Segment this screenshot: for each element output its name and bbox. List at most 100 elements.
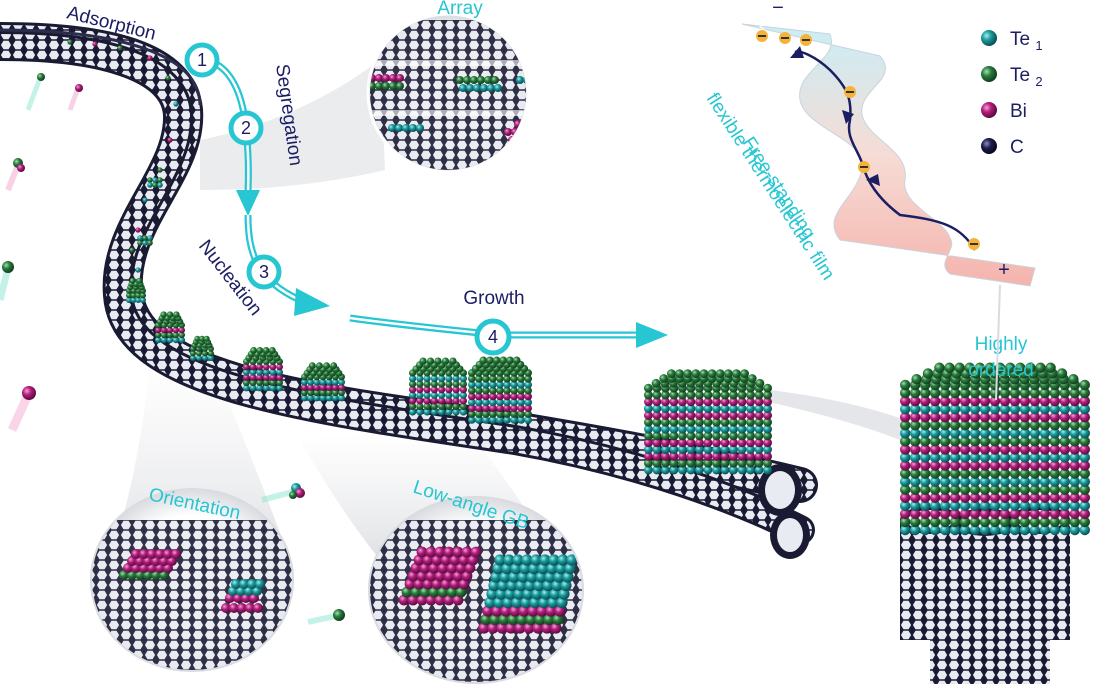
atom-bi: [1009, 411, 1021, 423]
atom-te2: [496, 374, 504, 383]
atom-te2: [409, 380, 417, 388]
atom-bi: [452, 546, 464, 558]
atom-bi: [999, 411, 1011, 423]
atom-bi: [542, 120, 550, 128]
atom-bi: [999, 508, 1011, 520]
atom-te1: [325, 378, 333, 386]
atom-bi: [1019, 411, 1031, 423]
atom-te2: [506, 356, 514, 365]
atom-te2: [939, 420, 951, 431]
atom-te2: [683, 369, 693, 379]
atom-bi: [939, 492, 951, 503]
atom-te1: [496, 380, 504, 389]
atom-te2: [1049, 387, 1061, 399]
atom-te1: [160, 336, 168, 344]
atom-te1: [1019, 524, 1031, 536]
atom-te1: [929, 452, 941, 463]
atom-te1: [524, 398, 532, 407]
atom-bi: [518, 605, 530, 617]
atom-te2: [1059, 484, 1071, 495]
atom-bi: [1029, 508, 1041, 520]
atom-te1: [556, 596, 568, 609]
label-array: Array: [437, 0, 483, 19]
atom-te2: [67, 39, 73, 45]
atom-bi: [999, 492, 1011, 503]
atom-bi: [949, 492, 961, 503]
atom-te2: [661, 431, 670, 441]
atom-bi: [695, 411, 704, 420]
atom-bi: [166, 326, 174, 334]
atom-te1: [338, 378, 345, 386]
atom-te2: [1069, 484, 1081, 495]
atom-te2: [1049, 484, 1061, 495]
atom-bi: [939, 411, 951, 423]
atom-te2: [449, 357, 457, 365]
atom-te1: [900, 403, 911, 415]
atom-bi: [1049, 411, 1061, 423]
atom-te1: [517, 571, 529, 583]
atom-bi: [525, 128, 526, 136]
atom-te2: [423, 402, 431, 411]
atom-bi: [430, 397, 438, 405]
atom-bi: [1069, 508, 1081, 520]
atom-bi: [382, 74, 390, 82]
atom-te1: [1069, 428, 1081, 439]
atom-te1: [1079, 403, 1091, 415]
atom-te1: [929, 428, 941, 439]
atom-bi: [929, 460, 941, 471]
atom-te1: [468, 398, 476, 407]
atom-te1: [430, 391, 438, 399]
atom-bi: [1049, 395, 1061, 407]
atom-te2: [1045, 362, 1056, 373]
atom-te2: [989, 468, 1001, 479]
atom-te1: [746, 445, 755, 454]
atom-te2: [199, 335, 205, 342]
step-1-badge: 1: [184, 42, 220, 78]
atom-te2: [498, 613, 510, 626]
atom-te1: [249, 384, 257, 392]
atom-te2: [1035, 362, 1046, 373]
atom-te1: [416, 408, 424, 416]
atom-te2: [763, 383, 772, 393]
atom-te2: [754, 417, 764, 427]
atom-bi: [1029, 460, 1041, 471]
atom-te1: [1029, 524, 1041, 536]
atom-te1: [678, 404, 687, 414]
atom-te2: [430, 380, 438, 388]
atom-bi: [754, 411, 764, 420]
atom-te1: [490, 571, 502, 583]
atom-bi: [959, 444, 971, 455]
atom-te1: [249, 368, 257, 376]
atom-te2: [419, 357, 427, 365]
legend: Te 1 Te 2 Bi C: [981, 29, 1043, 158]
atom-te2: [389, 82, 397, 90]
atom-bi: [461, 546, 473, 558]
step-3-badge: 3: [246, 254, 282, 290]
atom-te2: [475, 374, 483, 383]
atom-te1: [208, 355, 214, 361]
atom-bi: [171, 549, 181, 559]
atom-bi: [389, 74, 397, 82]
atom-te2: [482, 374, 490, 383]
atom-te1: [147, 235, 153, 241]
atom-te2: [269, 379, 277, 387]
atom-te1: [686, 424, 696, 434]
atom-bi: [510, 392, 518, 401]
atom-te2: [468, 410, 476, 418]
atom-bi: [746, 438, 755, 448]
atom-te1: [1049, 500, 1061, 512]
atom-te1: [142, 197, 148, 203]
atom-te1: [438, 374, 446, 383]
atom-bi: [1039, 444, 1051, 455]
atom-te2: [763, 417, 772, 427]
atom-te2: [1019, 484, 1031, 495]
atom-te2: [438, 402, 446, 411]
atom-bi: [969, 444, 981, 455]
atom-te1: [560, 579, 572, 592]
atom-te1: [686, 445, 696, 454]
atom-bi: [737, 411, 747, 420]
atom-te2: [142, 235, 148, 241]
atom-te2: [678, 417, 687, 427]
atom-bi: [754, 451, 764, 461]
atom-bi: [1019, 460, 1031, 471]
